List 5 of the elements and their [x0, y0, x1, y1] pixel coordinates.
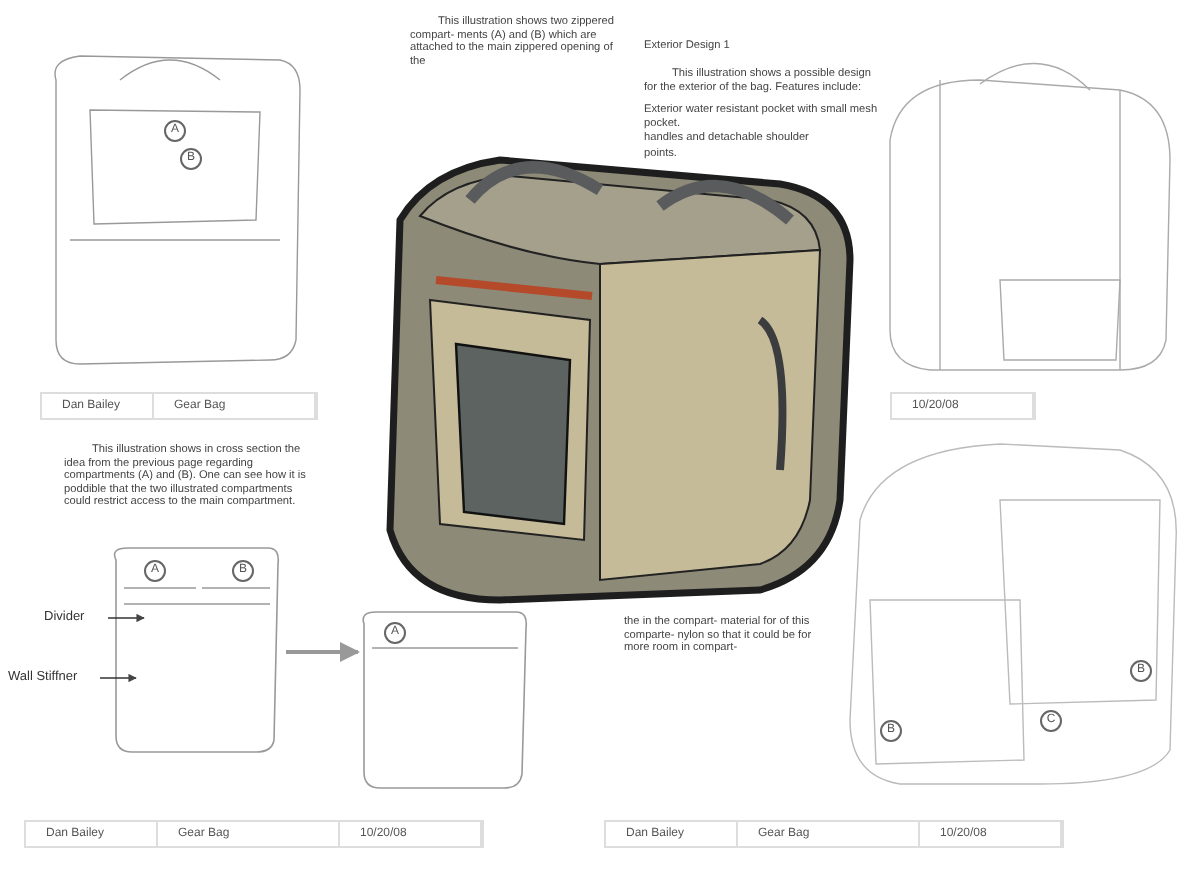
arrow: [286, 642, 360, 662]
leader-line: [99, 673, 137, 683]
leader-line: [107, 613, 145, 623]
cross-section-drawing: [113, 547, 280, 753]
cross-section-drawing: [362, 611, 528, 789]
